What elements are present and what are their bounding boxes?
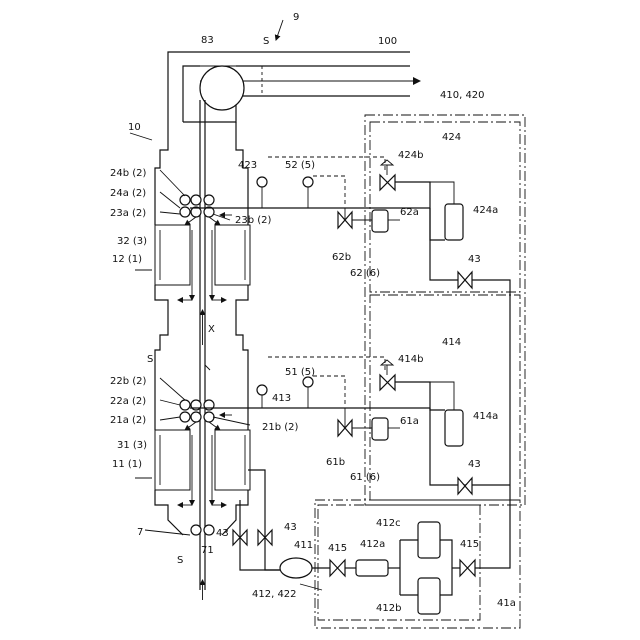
furnace-stack-10 — [155, 100, 248, 600]
label-414a: 414a — [473, 411, 498, 422]
label-x: X — [208, 324, 215, 335]
label-51: 51 (5) — [285, 367, 315, 378]
label-23b: 23b (2) — [235, 215, 272, 226]
label-52: 52 (5) — [285, 160, 315, 171]
label-43-mid: 43 — [468, 459, 481, 470]
label-24b: 24b (2) — [110, 168, 147, 179]
label-22a: 22a (2) — [110, 396, 146, 407]
label-43-a: 43 — [216, 528, 229, 539]
label-s-bot: S — [177, 555, 183, 566]
label-21b: 21b (2) — [262, 422, 299, 433]
label-s-top: S — [263, 36, 269, 47]
label-100: 100 — [378, 36, 397, 47]
label-7: 7 — [137, 527, 143, 538]
label-414: 414 — [442, 337, 461, 348]
seal-rollers-71 — [191, 525, 214, 535]
label-424: 424 — [442, 132, 461, 143]
label-24a: 24a (2) — [110, 188, 146, 199]
label-71: 71 — [201, 545, 214, 556]
label-21a: 21a (2) — [110, 415, 146, 426]
unit-410-frame — [365, 115, 525, 505]
label-412a: 412a — [360, 539, 385, 550]
label-s-mid: S — [147, 354, 153, 365]
label-410-420: 410, 420 — [440, 90, 485, 101]
label-412-422: 412, 422 — [252, 589, 297, 600]
label-61: 61 (6) — [350, 472, 380, 483]
label-11: 11 (1) — [112, 459, 142, 470]
label-412c: 412c — [376, 518, 401, 529]
label-62a: 62a — [400, 207, 419, 218]
label-61a: 61a — [400, 416, 419, 427]
label-9: 9 — [293, 12, 299, 23]
label-424b: 424b — [398, 150, 423, 161]
label-424a: 424a — [473, 205, 498, 216]
label-12: 12 (1) — [112, 254, 142, 265]
blower-fan-83 — [200, 66, 244, 110]
label-415-b: 415 — [460, 539, 479, 550]
label-31: 31 (3) — [117, 440, 147, 451]
heater-31 — [155, 430, 250, 505]
label-62: 62 (6) — [350, 268, 380, 279]
label-43-top: 43 — [468, 254, 481, 265]
label-22b: 22b (2) — [110, 376, 147, 387]
label-41a: 41a — [497, 598, 516, 609]
label-412b: 412b — [376, 603, 401, 614]
label-423: 423 — [238, 160, 257, 171]
label-43-b: 43 — [284, 522, 297, 533]
label-411: 411 — [294, 540, 313, 551]
label-32: 32 (3) — [117, 236, 147, 247]
label-83: 83 — [201, 35, 214, 46]
label-415-a: 415 — [328, 543, 347, 554]
label-414b: 414b — [398, 354, 423, 365]
heater-32 — [155, 225, 250, 300]
label-62b: 62b — [332, 252, 351, 263]
label-61b: 61b — [326, 457, 345, 468]
label-413: 413 — [272, 393, 291, 404]
label-10: 10 — [128, 122, 141, 133]
unit-414-frame — [370, 295, 520, 500]
label-23a: 23a (2) — [110, 208, 146, 219]
